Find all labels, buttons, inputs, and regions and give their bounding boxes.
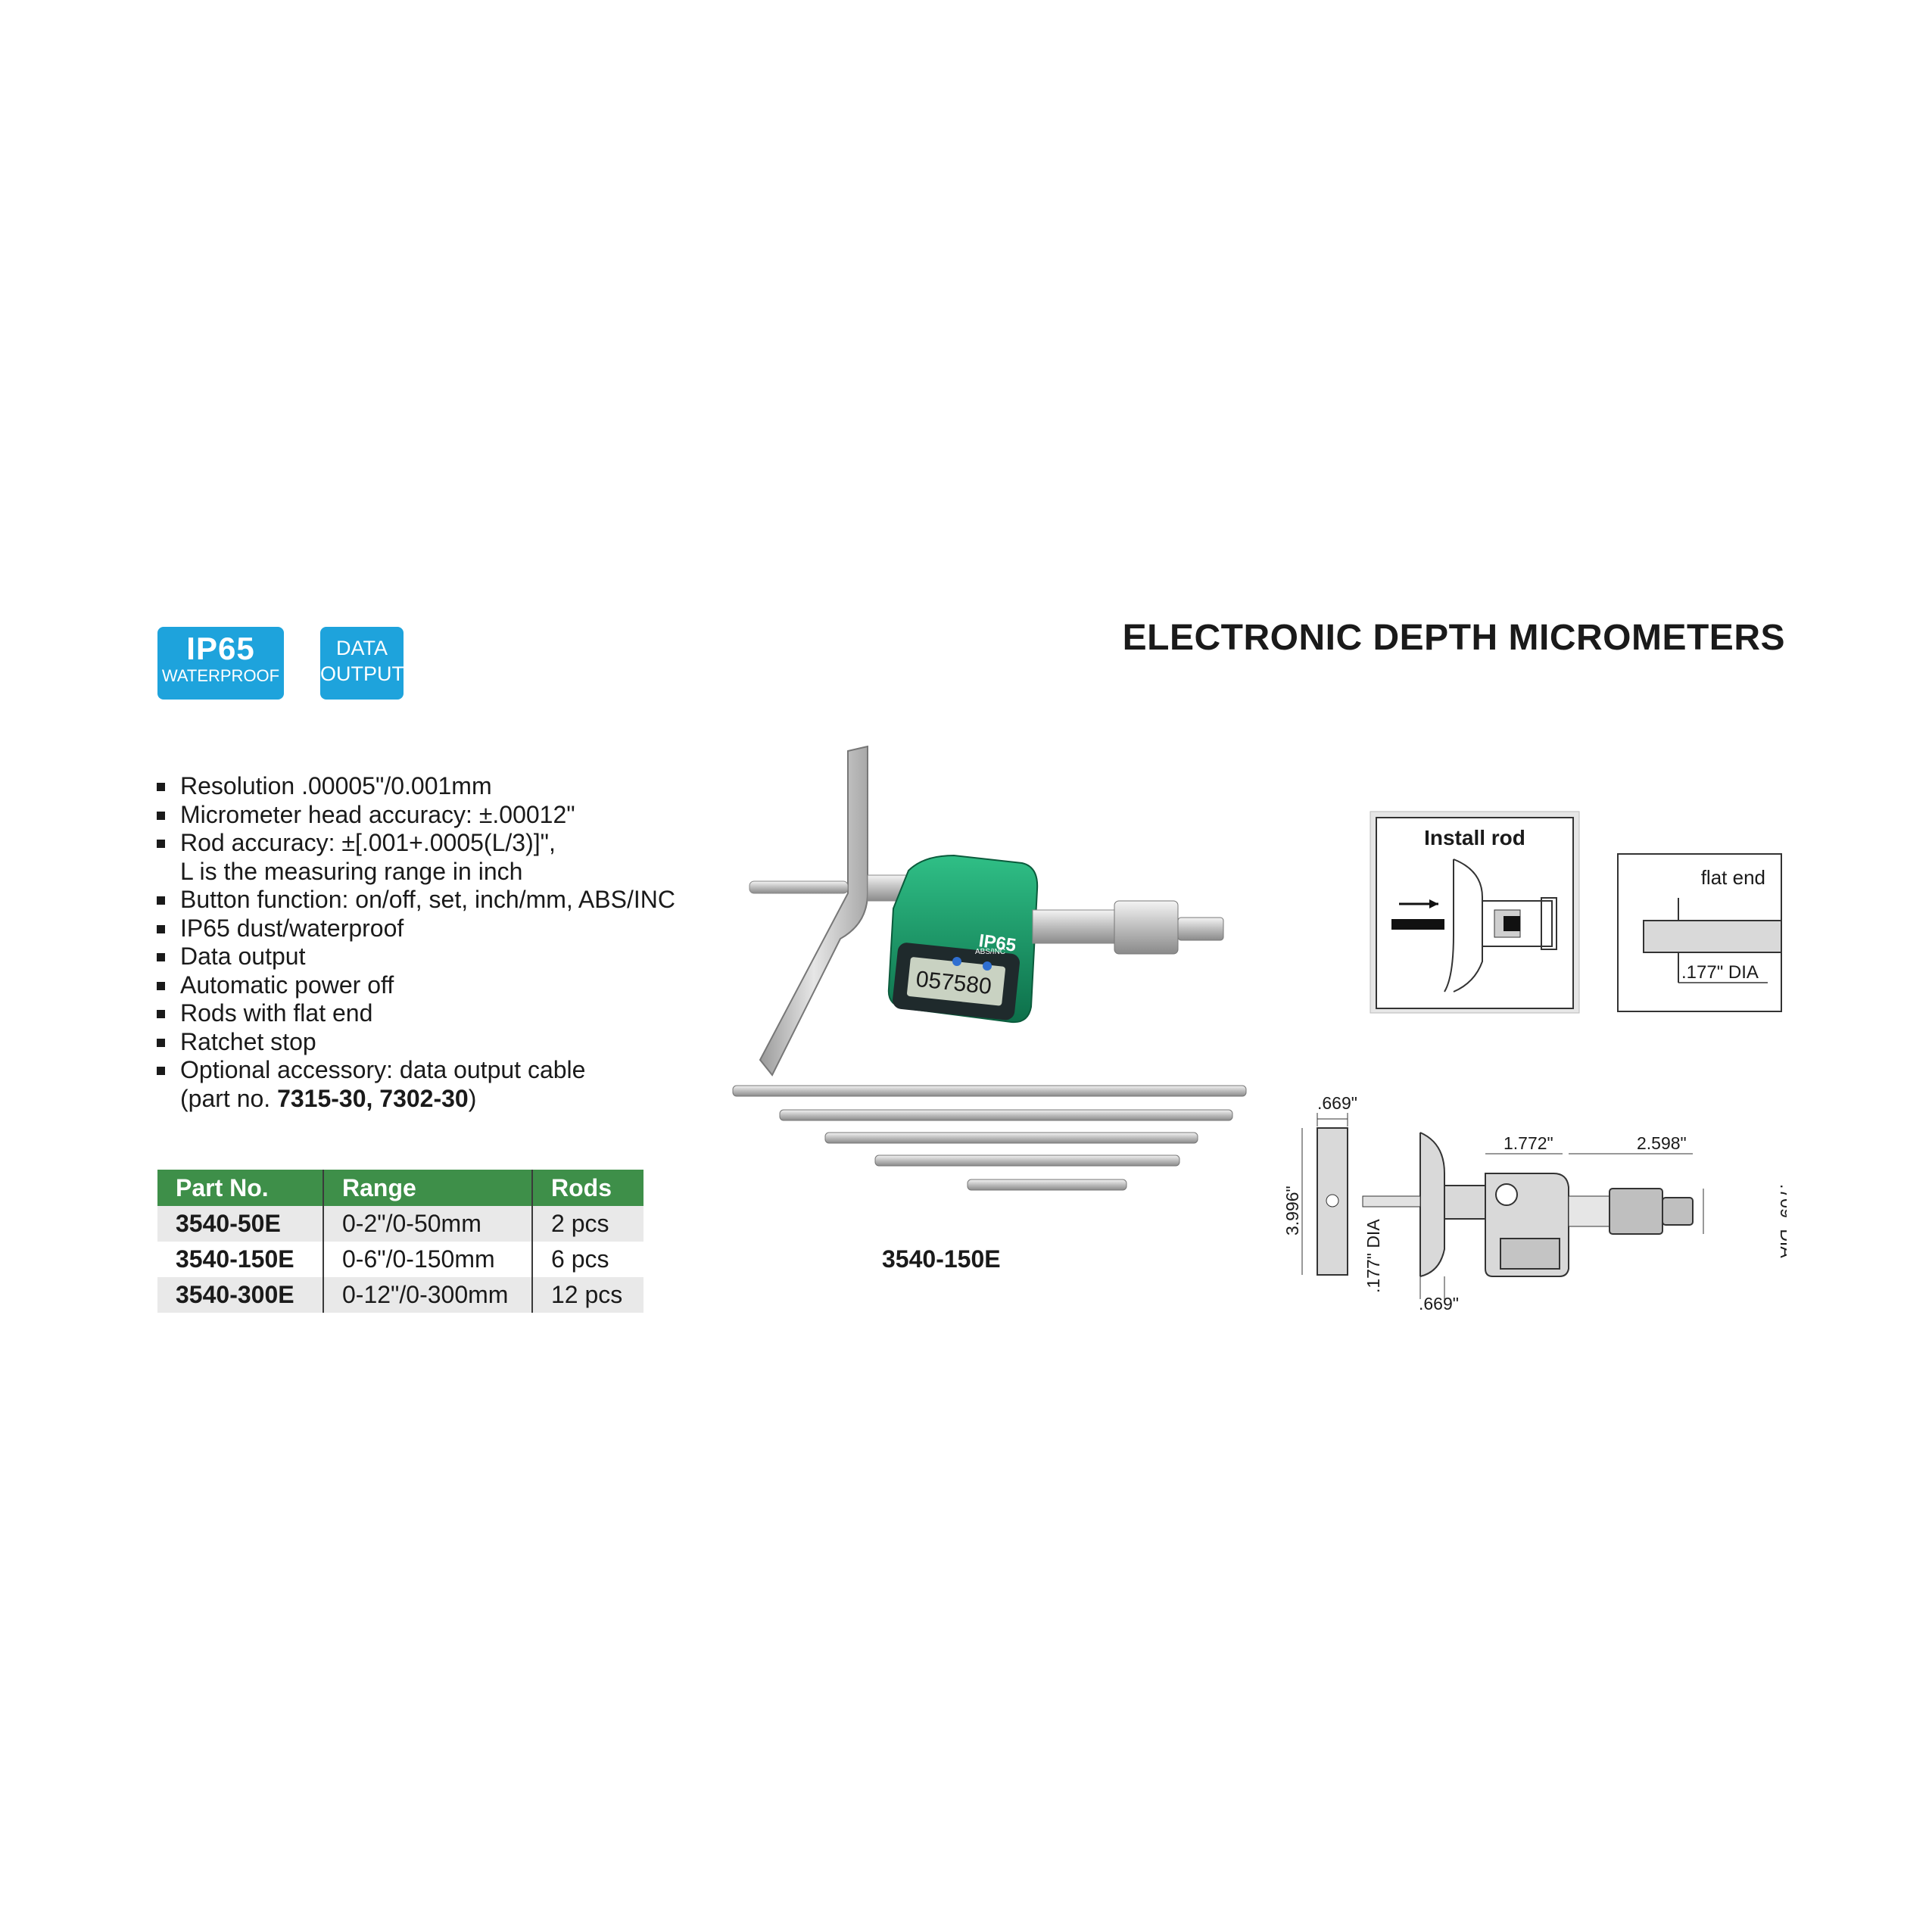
rod-dia-label: .177" DIA bbox=[1681, 962, 1759, 983]
lcd-screen bbox=[907, 957, 1005, 1006]
feature-list: Resolution .00005"/0.001mm Micrometer he… bbox=[157, 772, 732, 1113]
install-rod-diagram: Install rod bbox=[1370, 811, 1580, 1014]
ratchet-stop bbox=[1177, 917, 1224, 941]
data-output-badge-line2: OUTPUT bbox=[320, 662, 404, 685]
depth-base bbox=[759, 745, 868, 1077]
part-no-values: 7315-30, 7302-30 bbox=[277, 1084, 469, 1112]
feature-item: Resolution .00005"/0.001mm bbox=[157, 772, 732, 801]
head-ratchet bbox=[1662, 1197, 1694, 1226]
rod bbox=[967, 1179, 1127, 1191]
cell-rods: 6 pcs bbox=[531, 1242, 643, 1277]
cell-range: 0-6"/0-150mm bbox=[323, 1242, 532, 1277]
insert-arrow-head-icon bbox=[1429, 899, 1438, 908]
dim-669-bottom: .669" bbox=[1419, 1294, 1459, 1313]
sleeve bbox=[1032, 909, 1117, 944]
model-caption: 3540-150E bbox=[882, 1245, 1001, 1273]
header-part-no: Part No. bbox=[157, 1170, 323, 1206]
install-rod-title: Install rod bbox=[1424, 826, 1525, 849]
base-front-view bbox=[1419, 1132, 1445, 1277]
feature-item: Automatic power off bbox=[157, 971, 732, 1000]
rod bbox=[874, 1155, 1180, 1167]
install-rod-bar bbox=[1391, 919, 1444, 930]
feature-item: Ratchet stop bbox=[157, 1028, 732, 1057]
header-rods: Rods bbox=[531, 1170, 643, 1206]
install-socket-core bbox=[1504, 916, 1520, 931]
spec-table: Part No. Range Rods 3540-50E 0-2"/0-50mm… bbox=[157, 1170, 643, 1313]
head-display bbox=[1500, 1238, 1560, 1270]
depth-micrometer-illustration: IP65 057580 ABS/INC bbox=[732, 745, 1247, 1191]
feature-item: IP65 dust/waterproof bbox=[157, 915, 732, 943]
dim-2598: 2.598" bbox=[1637, 1133, 1687, 1153]
rod-set bbox=[732, 1085, 1247, 1191]
feature-item: Button function: on/off, set, inch/mm, A… bbox=[157, 886, 732, 915]
cell-range: 0-12"/0-300mm bbox=[323, 1277, 532, 1313]
cell-rods: 2 pcs bbox=[531, 1206, 643, 1242]
base-hole bbox=[1326, 1194, 1339, 1208]
table-row: 3540-300E 0-12"/0-300mm 12 pcs bbox=[157, 1277, 643, 1313]
head-sleeve bbox=[1568, 1195, 1610, 1227]
data-output-badge: DATA OUTPUT bbox=[320, 627, 404, 700]
part-no-suffix: ) bbox=[468, 1084, 477, 1112]
feature-item: Optional accessory: data output cable bbox=[157, 1056, 732, 1085]
table-row: 3540-150E 0-6"/0-150mm 6 pcs bbox=[157, 1242, 643, 1277]
dim-3996: 3.996" bbox=[1282, 1186, 1302, 1236]
feature-item: Rod accuracy: ±[.001+.0005(L/3)]", bbox=[157, 829, 732, 858]
table-row: 3540-50E 0-2"/0-50mm 2 pcs bbox=[157, 1206, 643, 1242]
abs-inc-label: ABS/INC bbox=[975, 948, 1005, 956]
cell-part-no: 3540-150E bbox=[157, 1242, 323, 1277]
page-title: ELECTRONIC DEPTH MICROMETERS bbox=[1122, 618, 1785, 658]
feature-item: Rods with flat end bbox=[157, 999, 732, 1028]
cell-part-no: 3540-50E bbox=[157, 1206, 323, 1242]
measuring-rod bbox=[749, 880, 849, 894]
dim-1772: 1.772" bbox=[1504, 1133, 1553, 1153]
rod-front-view bbox=[1362, 1195, 1421, 1208]
abs-inc-button bbox=[983, 961, 992, 971]
part-no-prefix: (part no. bbox=[180, 1084, 278, 1112]
cell-rods: 12 pcs bbox=[531, 1277, 643, 1313]
dim-709-dia: .709" DIA bbox=[1777, 1184, 1787, 1258]
set-button bbox=[952, 957, 961, 966]
cell-range: 0-2"/0-50mm bbox=[323, 1206, 532, 1242]
dim-669-top: .669" bbox=[1317, 1093, 1357, 1113]
feature-item: Data output bbox=[157, 943, 732, 971]
table-header-row: Part No. Range Rods bbox=[157, 1170, 643, 1206]
dimension-drawing: .669" 3.996" .177" DIA .669" 1.772" 2.59… bbox=[1282, 1093, 1787, 1313]
dim-177-dia: .177" DIA bbox=[1363, 1219, 1383, 1293]
thimble bbox=[1114, 900, 1179, 955]
install-head-outline bbox=[1482, 900, 1553, 947]
feature-item-continuation: (part no. 7315-30, 7302-30) bbox=[157, 1085, 732, 1114]
header-range: Range bbox=[323, 1170, 532, 1206]
rod bbox=[732, 1085, 1247, 1097]
ip65-badge-subtitle: WATERPROOF bbox=[161, 666, 280, 685]
install-base-outline bbox=[1444, 858, 1483, 992]
rod bbox=[779, 1109, 1233, 1121]
head-neck bbox=[1444, 1185, 1491, 1220]
rod bbox=[824, 1132, 1198, 1144]
flat-end-rod bbox=[1643, 920, 1782, 953]
feature-item: Micrometer head accuracy: ±.00012" bbox=[157, 801, 732, 830]
head-knob bbox=[1495, 1183, 1518, 1206]
ip65-badge-title: IP65 bbox=[186, 631, 255, 666]
flat-end-label: flat end bbox=[1701, 866, 1765, 889]
data-output-badge-line1: DATA bbox=[335, 637, 388, 659]
head-thimble bbox=[1609, 1188, 1663, 1235]
flat-end-diagram: flat end .177" DIA bbox=[1617, 853, 1782, 1012]
install-head-cap bbox=[1541, 897, 1557, 950]
ip65-waterproof-badge: IP65 WATERPROOF bbox=[157, 627, 284, 700]
feature-item-continuation: L is the measuring range in inch bbox=[180, 857, 523, 885]
cell-part-no: 3540-300E bbox=[157, 1277, 323, 1313]
